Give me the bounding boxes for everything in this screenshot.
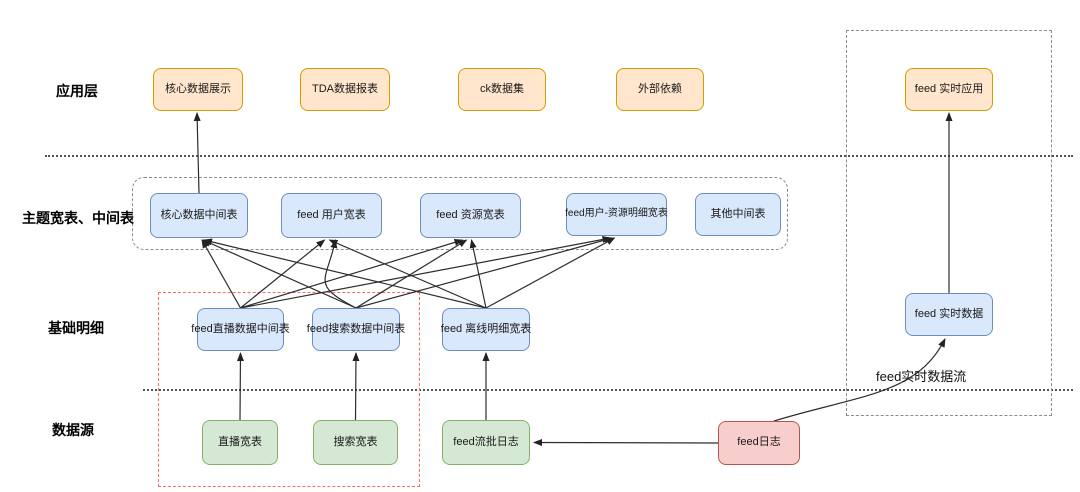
layer-label-base: 基础明细 xyxy=(48,320,104,336)
node-live-table[interactable]: 直播宽表 xyxy=(202,420,278,465)
node-ext-dep[interactable]: 外部依赖 xyxy=(616,68,704,111)
node-user-res-wide[interactable]: feed用户-资源明细宽表 xyxy=(565,193,668,236)
node-res-wide[interactable]: feed 资源宽表 xyxy=(420,193,521,238)
edge-search-table-to-search-mid xyxy=(352,352,360,421)
sep-app-theme-dotted-line xyxy=(45,155,1073,157)
edge-offline-wide-to-user-wide xyxy=(328,239,487,309)
edge-live-mid-to-res-wide xyxy=(240,238,464,309)
theme-group xyxy=(132,177,788,250)
edge-search-mid-to-user-res-wide xyxy=(355,236,614,309)
sep-base-source-dotted-line xyxy=(143,389,1073,391)
source-group xyxy=(158,292,420,487)
edge-feed-log-to-rt-data xyxy=(773,338,946,422)
edge-feed-log-to-flow-log xyxy=(533,439,719,447)
node-offline-wide[interactable]: feed 离线明细宽表 xyxy=(441,308,531,351)
edge-live-mid-to-core-mid xyxy=(201,239,242,309)
node-rt-data[interactable]: feed 实时数据 xyxy=(905,293,993,336)
node-search-mid[interactable]: feed搜索数据中间表 xyxy=(307,308,405,351)
edge-search-mid-to-core-mid xyxy=(202,239,357,309)
node-core-display[interactable]: 核心数据展示 xyxy=(153,68,243,111)
edge-live-table-to-live-mid xyxy=(236,352,244,421)
node-ck-dataset[interactable]: ck数据集 xyxy=(458,68,546,111)
edge-search-mid-to-res-wide xyxy=(355,239,468,309)
node-tda-report[interactable]: TDA数据报表 xyxy=(300,68,390,111)
edge-live-mid-to-user-res-wide xyxy=(240,236,612,309)
layer-label-app: 应用层 xyxy=(56,83,98,99)
realtime-group xyxy=(846,30,1052,416)
edge-core-mid-to-core-display xyxy=(193,112,201,194)
node-core-mid[interactable]: 核心数据中间表 xyxy=(150,193,248,238)
edge-offline-wide-to-user-res-wide xyxy=(485,237,616,309)
node-search-table[interactable]: 搜索宽表 xyxy=(313,420,398,465)
annotation-realtime-flow: feed实时数据流 xyxy=(876,369,967,384)
edge-search-mid-to-user-wide xyxy=(324,239,357,309)
node-user-wide[interactable]: feed 用户宽表 xyxy=(281,193,382,238)
layer-label-theme: 主题宽表、中间表 xyxy=(22,210,134,226)
node-rt-app[interactable]: feed 实时应用 xyxy=(905,68,993,111)
node-live-mid[interactable]: feed直播数据中间表 xyxy=(191,308,290,351)
layer-label-source: 数据源 xyxy=(52,422,94,438)
node-other-mid[interactable]: 其他中间表 xyxy=(695,193,781,236)
node-flow-log[interactable]: feed流批日志 xyxy=(442,420,530,465)
node-feed-log[interactable]: feed日志 xyxy=(718,421,800,465)
edge-offline-wide-to-core-mid xyxy=(203,238,487,309)
edge-live-mid-to-user-wide xyxy=(240,239,326,309)
